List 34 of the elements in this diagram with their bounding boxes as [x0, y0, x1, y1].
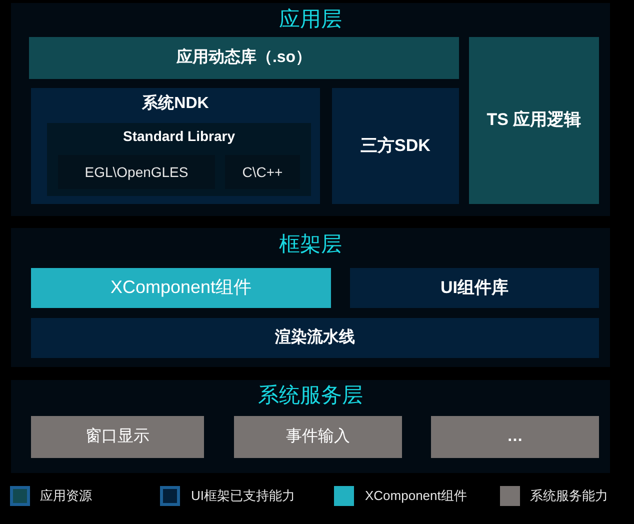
legend-label: 系统服务能力: [530, 487, 608, 505]
framework-block: [332, 88, 459, 204]
block-label: EGL\OpenGLES: [84, 164, 188, 180]
block-label: UI组件库: [440, 278, 508, 298]
block-label: 三方SDK: [360, 136, 430, 156]
layer-title: 框架层: [279, 232, 342, 258]
layer-title: 应用层: [279, 7, 342, 32]
component-block: [31, 268, 331, 308]
block-label: 渲染流水线: [275, 328, 355, 348]
framework-block: [350, 268, 599, 308]
layer-panel: [11, 228, 610, 367]
block-label: 应用动态库（.so）: [176, 48, 312, 68]
legend-label: XComponent组件: [365, 487, 467, 505]
layer-panel: [11, 380, 610, 473]
service-block: [234, 416, 402, 458]
framework-block: [31, 88, 320, 204]
block-label: C\C++: [242, 164, 283, 180]
block-label: TS 应用逻辑: [486, 110, 582, 131]
legend-label: 应用资源: [40, 487, 92, 505]
framework-block: [47, 123, 311, 196]
layer-title: 系统服务层: [258, 383, 363, 408]
app-resource-block: [469, 37, 599, 204]
legend-label: UI框架已支持能力: [191, 487, 295, 505]
block-label: 事件输入: [286, 427, 350, 447]
service-block: [431, 416, 599, 458]
block-label: XComponent组件: [110, 277, 252, 299]
app-resource-block: [29, 37, 459, 79]
block-label: 系统NDK: [142, 94, 209, 114]
block-label: 窗口显示: [86, 427, 150, 447]
block-label: …: [507, 427, 523, 447]
framework-block: [31, 318, 599, 358]
service-block: [31, 416, 204, 458]
block-label: Standard Library: [122, 128, 236, 145]
layer-panel: [11, 3, 610, 216]
